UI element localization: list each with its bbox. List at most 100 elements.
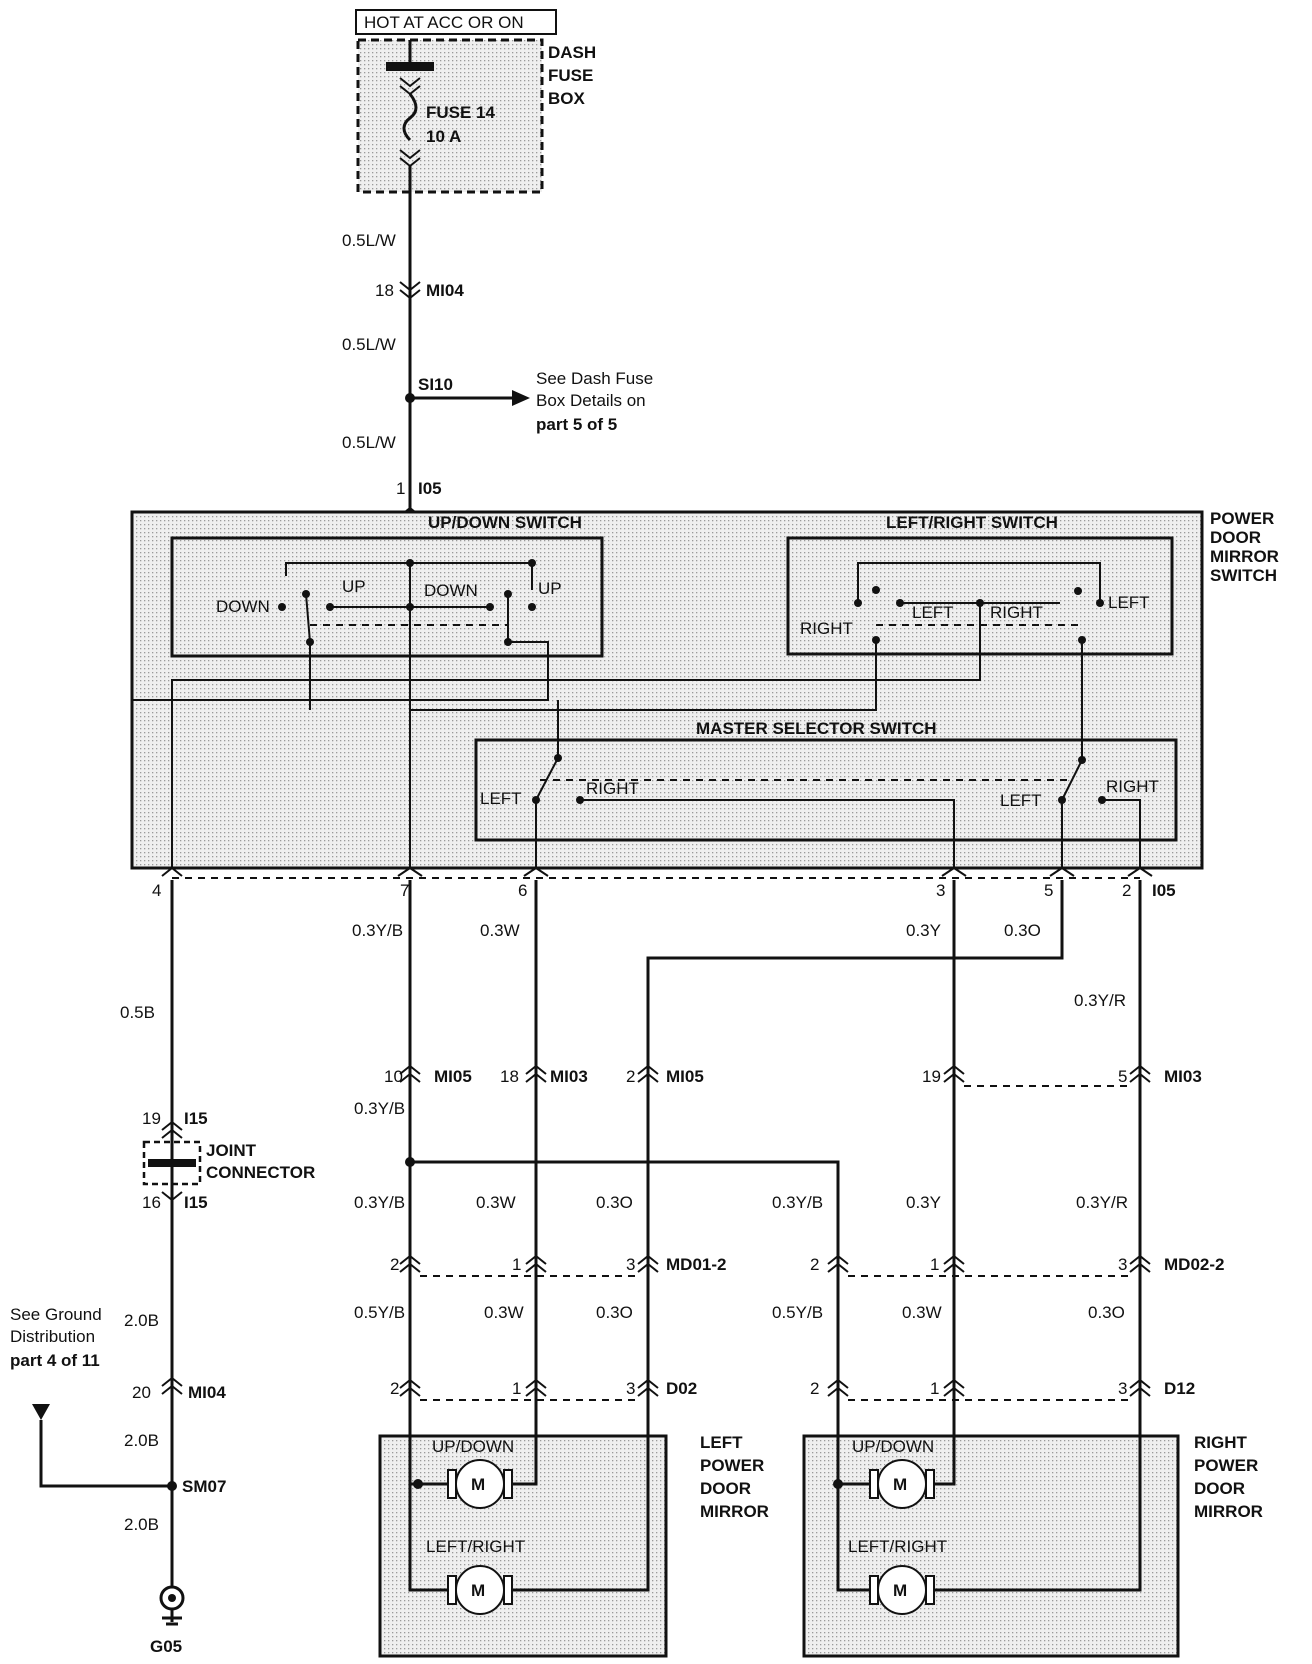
sm07-label: SM07 (182, 1477, 226, 1496)
mi05-b: MI05 (666, 1067, 704, 1086)
wire-gnd-4: 2.0B (124, 1515, 159, 1534)
ground-circuit: 19 I15 JOINT CONNECTOR 16 I15 See Ground… (10, 1109, 315, 1656)
wire-pin3: 0.3Y (906, 921, 941, 940)
updown-up-2: UP (538, 579, 562, 598)
joint-pin-19: 19 (142, 1109, 161, 1128)
ground-ref-1: See Ground (10, 1305, 102, 1324)
wire-mid-yb: 0.3Y/B (354, 1099, 405, 1118)
md02-2-connector: MD02-2 (1164, 1255, 1224, 1274)
pin-3: 3 (936, 881, 945, 900)
mi04-pin-20: 20 (132, 1383, 151, 1402)
wire-gnd-3: 2.0B (124, 1431, 159, 1450)
master-selector-label: MASTER SELECTOR SWITCH (696, 719, 937, 738)
pin-6: 6 (518, 881, 527, 900)
switch-title-1: POWER (1210, 509, 1274, 528)
wire-r-yr: 0.3Y/R (1076, 1193, 1128, 1212)
md02-pin-3: 3 (1118, 1255, 1127, 1274)
wire-rd-w: 0.3W (902, 1303, 942, 1322)
updown-switch-box (170, 536, 604, 658)
leftright-switch-label: LEFT/RIGHT SWITCH (886, 513, 1058, 532)
motor-label: M (471, 1475, 485, 1494)
mi04-pin: 18 (375, 281, 394, 300)
ground-ref-arrow-icon (32, 1404, 50, 1420)
left-mirror-title-2: POWER (700, 1456, 764, 1475)
right-power-door-mirror: RIGHT POWER DOOR MIRROR UP/DOWN LEFT/RIG… (802, 1402, 1263, 1658)
joint-connector-icon (142, 1140, 202, 1186)
mi05-pin-2: 2 (626, 1067, 635, 1086)
master-right-1: RIGHT (586, 779, 639, 798)
wire-gnd-1: 0.5B (120, 1003, 155, 1022)
switch-title-3: MIRROR (1210, 547, 1279, 566)
si10-label: SI10 (418, 375, 453, 394)
left-leftright-motor-icon (455, 1565, 505, 1615)
joint-i15-bottom: I15 (184, 1193, 208, 1212)
wire-pin6: 0.3W (480, 921, 520, 940)
fuse-14-icon (402, 93, 418, 142)
lr-left-2: LEFT (1108, 593, 1150, 612)
lr-right-2: RIGHT (990, 603, 1043, 622)
dash-fuse-ref-2: Box Details on (536, 391, 646, 410)
right-mirror-title-3: DOOR (1194, 1479, 1245, 1498)
left-mirror-title-4: MIRROR (700, 1502, 769, 1521)
dash-fuse-ref-3: part 5 of 5 (536, 415, 617, 434)
splice-dot (405, 1157, 415, 1167)
fuse-label: FUSE 14 (426, 103, 496, 122)
connector-row-d: 2 1 3 D02 2 1 3 D12 (390, 1378, 1195, 1401)
hot-at-acc-label: HOT AT ACC OR ON (364, 13, 524, 32)
wire-ld-yb: 0.5Y/B (354, 1303, 405, 1322)
motor-label: M (893, 1581, 907, 1600)
splice-sm07 (167, 1481, 177, 1491)
pin-5: 5 (1044, 881, 1053, 900)
dash-fuse-ref-1: See Dash Fuse (536, 369, 653, 388)
wire-r-y: 0.3Y (906, 1193, 941, 1212)
updown-up-1: UP (342, 577, 366, 596)
connector-row-mi: 10 MI05 18 MI03 2 MI05 19 5 MI03 (384, 1064, 1202, 1087)
pin-7: 7 (400, 881, 409, 900)
right-mirror-title-2: POWER (1194, 1456, 1258, 1475)
joint-label-2: CONNECTOR (206, 1163, 315, 1182)
left-power-door-mirror: LEFT POWER DOOR MIRROR UP/DOWN LEFT/RIGH… (378, 1402, 769, 1658)
i05-pin-1: 1 (396, 479, 405, 498)
wire-pin2: 0.3Y/R (1074, 991, 1126, 1010)
mi04-connector: MI04 (426, 281, 464, 300)
mi03-pin-5: 5 (1118, 1067, 1127, 1086)
mi03-a: MI03 (550, 1067, 588, 1086)
arrow-right-icon (512, 390, 530, 406)
g05-label: G05 (150, 1637, 182, 1656)
right-mirror-title-1: RIGHT (1194, 1433, 1248, 1452)
md01-pin-1: 1 (512, 1255, 521, 1274)
wire-l-yb: 0.3Y/B (354, 1193, 405, 1212)
switch-output-pins: 4 7 6 3 5 2 I05 (152, 866, 1176, 900)
feed-wire-color-3: 0.5L/W (342, 433, 396, 452)
joint-i15-top: I15 (184, 1109, 208, 1128)
updown-down-2: DOWN (424, 581, 478, 600)
left-mirror-title-3: DOOR (700, 1479, 751, 1498)
ground-ref-2: Distribution (10, 1327, 95, 1346)
pin-2: 2 (1122, 881, 1131, 900)
wire-ld-w: 0.3W (484, 1303, 524, 1322)
updown-switch-label: UP/DOWN SWITCH (428, 513, 582, 532)
bus-bar (386, 62, 434, 71)
fuse-box-label-1: DASH (548, 43, 596, 62)
master-selector-box (474, 738, 1178, 842)
right-updown-motor-icon (877, 1459, 927, 1509)
mi05-pin-10: 10 (384, 1067, 403, 1086)
left-leftright-label: LEFT/RIGHT (426, 1537, 525, 1556)
wire-ld-o: 0.3O (596, 1303, 633, 1322)
updown-down-1: DOWN (216, 597, 270, 616)
d12-pin-1: 1 (930, 1379, 939, 1398)
mi03-b: MI03 (1164, 1067, 1202, 1086)
wire-l-w: 0.3W (476, 1193, 516, 1212)
left-mirror-title-1: LEFT (700, 1433, 743, 1452)
wire-r-yb: 0.3Y/B (772, 1193, 823, 1212)
pin-4: 4 (152, 881, 161, 900)
md01-pin-2: 2 (390, 1255, 399, 1274)
harness-wires (170, 880, 1142, 1622)
lr-left-1: LEFT (912, 603, 954, 622)
joint-label-1: JOINT (206, 1141, 257, 1160)
wire-pin7: 0.3Y/B (352, 921, 403, 940)
ground-ref-3: part 4 of 11 (10, 1351, 100, 1370)
power-door-mirror-switch: POWER DOOR MIRROR SWITCH UP/DOWN SWITCH … (130, 509, 1279, 870)
master-left-1: LEFT (480, 789, 522, 808)
